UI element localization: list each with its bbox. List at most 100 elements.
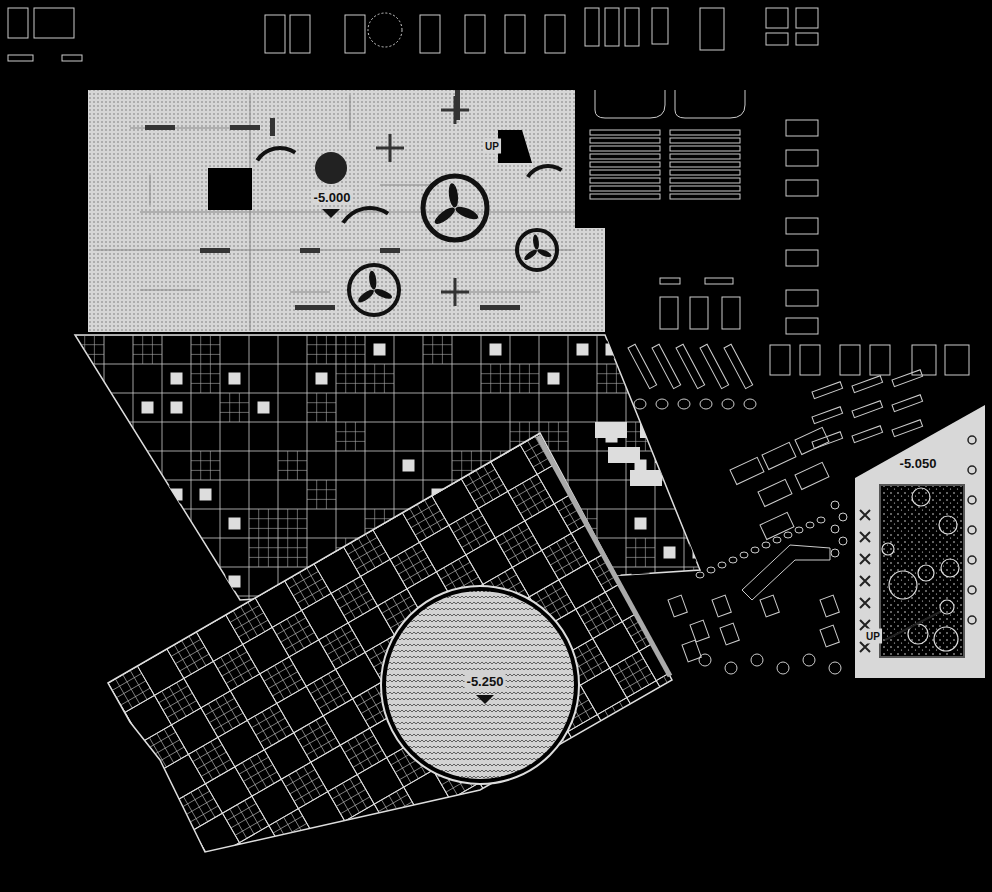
cell	[268, 535, 314, 581]
sub-cell	[247, 566, 276, 583]
sub-cell	[7, 695, 36, 712]
sub-cell	[727, 836, 744, 865]
sub-cell	[391, 441, 408, 470]
cell	[175, 510, 221, 556]
sub-cell	[724, 644, 753, 661]
upper-hall	[88, 90, 605, 332]
sub-cell	[410, 305, 439, 322]
sub-grid	[191, 586, 220, 587]
sub-cell	[421, 868, 450, 885]
sub-cell	[600, 362, 629, 379]
sub-cell	[725, 850, 754, 867]
seat-row	[670, 194, 740, 199]
cell	[457, 386, 503, 432]
cell	[623, 879, 669, 892]
sub-cell	[762, 711, 791, 728]
shelf	[945, 345, 969, 375]
cell	[327, 501, 373, 547]
sub-cell	[653, 761, 670, 790]
sub-cell	[110, 721, 127, 750]
sub-cell	[261, 862, 290, 879]
sub-grid	[355, 335, 356, 364]
sub-cell	[575, 455, 604, 472]
sub-cell	[382, 800, 399, 829]
grid-line	[162, 335, 163, 605]
sub-cell	[654, 525, 671, 554]
cell	[610, 651, 656, 697]
seat-row	[590, 162, 660, 167]
cell	[438, 829, 484, 875]
sub-cell	[239, 450, 256, 479]
cell	[499, 323, 545, 369]
sub-cell	[119, 873, 136, 892]
cell	[516, 352, 562, 398]
cell	[128, 497, 174, 543]
cell	[619, 803, 665, 849]
cell	[766, 718, 812, 764]
sub-grid	[510, 431, 539, 432]
sub-cell	[623, 810, 652, 827]
sub-cell	[614, 862, 631, 891]
desk-pair	[786, 218, 818, 234]
sub-cell	[242, 422, 271, 439]
sub-cell	[618, 666, 647, 683]
cell	[188, 737, 234, 783]
fan-symbol	[517, 230, 557, 270]
sub-cell	[508, 543, 537, 560]
cell	[281, 762, 327, 808]
sub-cell	[198, 788, 215, 817]
sub-cell	[374, 294, 391, 323]
sub-cell	[137, 580, 166, 597]
cross-mark	[441, 96, 469, 124]
stage-outline	[595, 90, 665, 118]
sub-grid	[452, 460, 481, 461]
shrub	[968, 616, 976, 624]
sub-cell	[315, 684, 344, 701]
sub-cell	[30, 650, 47, 679]
sub-cell	[183, 456, 212, 473]
sub-cell	[366, 534, 383, 563]
sub-cell	[693, 777, 710, 806]
cell	[65, 455, 111, 501]
sub-cell	[280, 420, 309, 437]
sub-cell	[528, 833, 545, 862]
sub-grid	[200, 567, 201, 596]
sub-cell	[403, 565, 432, 582]
bench	[8, 55, 33, 61]
sub-cell	[425, 500, 442, 529]
sub-cell	[471, 513, 488, 542]
sub-cell	[132, 436, 161, 453]
sub-cell	[0, 633, 8, 662]
sub-cell	[462, 361, 479, 390]
sub-cell	[548, 782, 565, 811]
sub-cell	[71, 704, 88, 733]
sub-cell	[174, 441, 203, 458]
sub-cell	[771, 693, 788, 722]
sub-cell	[83, 827, 112, 844]
fan-blade	[373, 287, 393, 301]
sub-cell	[495, 384, 524, 401]
sub-cell	[160, 891, 189, 892]
sub-cell	[581, 449, 598, 478]
sub-grid	[316, 480, 317, 509]
sub-cell	[552, 348, 569, 377]
cell	[390, 542, 436, 588]
cell	[71, 805, 117, 851]
sub-cell	[165, 493, 182, 522]
cell	[348, 606, 394, 652]
sub-grid	[278, 547, 307, 548]
sub-cell	[340, 591, 369, 608]
sub-cell	[32, 806, 49, 835]
sub-cell	[290, 421, 307, 450]
sub-cell	[437, 454, 454, 483]
sub-cell	[114, 523, 131, 552]
sub-cell	[155, 884, 184, 892]
sub-grid	[365, 373, 394, 374]
bench	[652, 8, 668, 44]
chair	[817, 517, 825, 523]
cell	[134, 847, 180, 892]
cell	[503, 399, 549, 445]
cell	[193, 813, 239, 859]
cell	[779, 671, 825, 717]
sub-grid	[500, 364, 501, 393]
